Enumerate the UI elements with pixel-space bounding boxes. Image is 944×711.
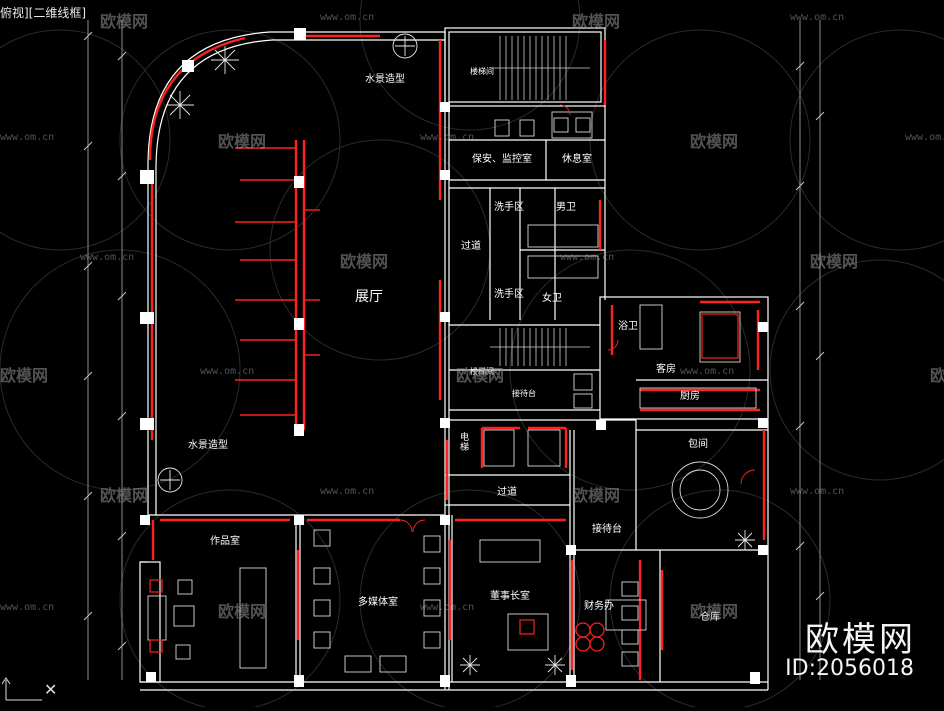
label-water-feature-top: 水景造型 <box>365 74 405 85</box>
watermark-brand: 欧模网 <box>572 486 621 505</box>
label-multi: 多媒体室 <box>358 597 398 608</box>
viewport-tab[interactable]: 俯视][二维线框] <box>0 6 87 20</box>
label-elevator: 电梯 <box>458 432 468 452</box>
watermark-url: www.om.cn <box>320 486 375 497</box>
watermark-brand: 欧模网 <box>100 12 149 31</box>
label-kitchen: 厨房 <box>680 391 700 402</box>
label-wash-2: 洗手区 <box>494 289 524 300</box>
watermark-brand: 欧模网 <box>690 602 739 621</box>
watermark-brand: 欧模网 <box>810 252 859 271</box>
watermark-brand: 欧模网 <box>100 486 149 505</box>
watermark-url: www.om.cn <box>560 252 615 263</box>
watermark-brand: 欧模网 <box>0 366 49 385</box>
door-swings <box>399 104 756 533</box>
watermark-brand: 欧模网 <box>456 366 505 385</box>
image-id: ID:2056018 <box>785 656 914 681</box>
watermark-brand: 欧模网 <box>930 366 944 385</box>
brand-logo: 欧模网 <box>805 620 916 660</box>
watermark-url: www.om.cn <box>680 366 735 377</box>
label-stair-mid: 楼梯间 <box>470 367 494 376</box>
watermark-url: www.om.cn <box>420 602 475 613</box>
label-hall: 展厅 <box>355 289 383 305</box>
label-bath: 浴卫 <box>618 321 638 332</box>
label-bedroom: 客房 <box>656 364 676 375</box>
watermark-url: www.om.cn <box>80 252 135 263</box>
label-rest: 休息室 <box>562 154 592 165</box>
watermark-brand: 欧模网 <box>572 12 621 31</box>
label-private-room: 包间 <box>688 439 708 450</box>
dimension-lines <box>83 20 825 680</box>
label-reception: 接待台 <box>592 524 622 535</box>
label-security: 保安、监控室 <box>472 154 532 165</box>
watermark-url: www.om.cn <box>420 132 475 143</box>
label-water-feature-left: 水景造型 <box>188 440 228 451</box>
plants <box>157 33 755 675</box>
label-finance: 财务办 <box>584 601 614 612</box>
label-stair-top: 楼梯间 <box>470 67 494 76</box>
label-womens: 女卫 <box>542 293 562 304</box>
label-wash-1: 洗手区 <box>494 202 524 213</box>
label-warehouse: 仓库 <box>700 612 720 623</box>
label-corridor-1: 过道 <box>461 241 481 252</box>
stairs <box>490 36 590 366</box>
watermark-url: www.om.cn <box>0 132 55 143</box>
watermark-brand: 欧模网 <box>340 252 389 271</box>
watermark-url: www.om.cn <box>790 486 845 497</box>
watermark-brand: 欧模网 <box>218 132 267 151</box>
watermark-brand: 欧模网 <box>690 132 739 151</box>
watermark-url: www.om.cn <box>905 132 944 143</box>
watermark-url: www.om.cn <box>320 12 375 23</box>
watermark-url: www.om.cn <box>790 12 845 23</box>
watermark-url: www.om.cn <box>200 366 255 377</box>
watermark-url: www.om.cn <box>0 602 55 613</box>
furniture-red <box>149 313 739 653</box>
label-studio: 作品室 <box>210 536 240 547</box>
furniture <box>147 111 757 673</box>
close-icon[interactable]: ✕ <box>44 680 58 699</box>
label-chairman: 董事长室 <box>490 591 530 602</box>
label-lobby-seat: 接待台 <box>512 389 536 398</box>
columns <box>140 28 768 687</box>
ucs-icon <box>2 677 42 701</box>
watermark-brand: 欧模网 <box>218 602 267 621</box>
label-mens: 男卫 <box>556 202 576 213</box>
display-partitions <box>235 147 320 416</box>
label-corridor-2: 过道 <box>497 487 517 498</box>
